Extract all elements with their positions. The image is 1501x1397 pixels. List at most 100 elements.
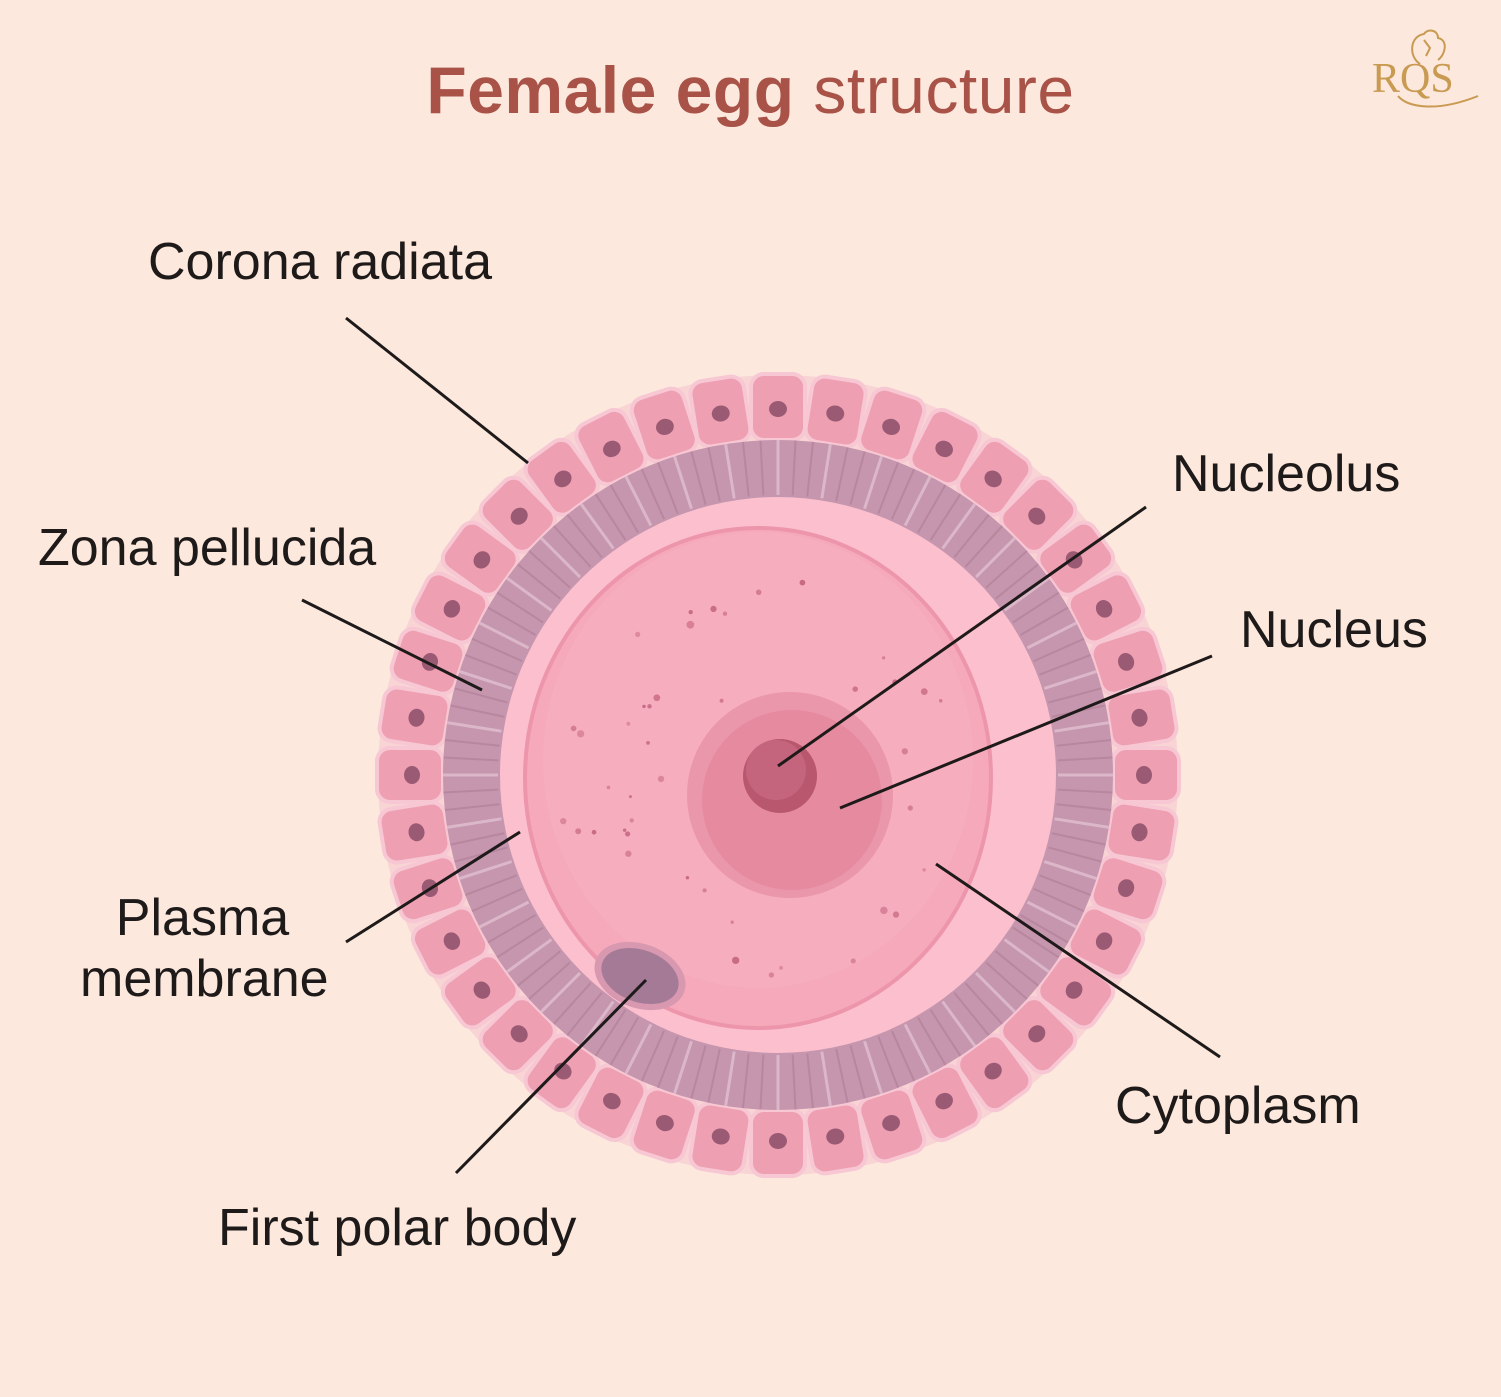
zona-striation	[1039, 654, 1092, 676]
leader-cytoplasm	[935, 862, 1221, 1059]
zona-striation	[450, 704, 505, 718]
zona-striation	[806, 441, 815, 497]
zona-striation	[890, 468, 916, 520]
zona-striation	[917, 1016, 947, 1066]
zona-striation	[528, 961, 571, 1000]
zona-striation	[579, 503, 615, 550]
cytoplasm-granule	[646, 740, 650, 745]
zona-striation	[566, 514, 603, 559]
cytoplasm-granule	[570, 725, 577, 732]
zona-striation	[566, 991, 603, 1036]
zona-striation	[458, 860, 513, 880]
cytoplasm-granule	[852, 686, 858, 692]
cytoplasm-granule	[732, 956, 740, 965]
zona-striation	[903, 1023, 932, 1075]
zona-striation	[820, 1051, 832, 1107]
corona-cell	[377, 800, 452, 865]
zona-striation	[890, 1030, 916, 1082]
zona-striation	[1026, 621, 1078, 650]
zona-striation	[1043, 860, 1098, 880]
logo-text: RQS	[1372, 56, 1454, 102]
zona-striation	[903, 475, 932, 527]
zona-striation	[594, 1009, 627, 1057]
label-nucleus: Nucleus	[1240, 601, 1428, 659]
zona-striation	[624, 1023, 653, 1075]
zona-striation	[985, 550, 1028, 589]
zona-striation	[806, 1053, 815, 1109]
zona-striation	[953, 514, 990, 559]
cytoplasm-granule	[577, 730, 585, 738]
cytoplasm-granule	[710, 605, 717, 613]
cytoplasm-granule	[799, 579, 806, 586]
zona-striation	[1043, 670, 1098, 690]
cytoplasm-granule	[882, 656, 886, 660]
zona-striation	[974, 537, 1016, 579]
label-corona-radiata: Corona radiata	[148, 233, 492, 291]
zona-striation	[985, 961, 1028, 1000]
zona-striation	[624, 475, 653, 527]
cytoplasm-granule	[922, 868, 926, 872]
cytoplasm-granule	[907, 805, 913, 811]
label-first-polar-body: First polar body	[218, 1199, 577, 1257]
corona-cell	[999, 996, 1078, 1075]
zona-striation	[820, 443, 832, 499]
cytoplasm-granule	[719, 698, 724, 703]
corona-cell	[1111, 746, 1181, 804]
cytoplasm-granule	[575, 828, 582, 835]
corona-cell	[478, 996, 557, 1075]
corona-cell	[908, 1063, 982, 1143]
zona-striation	[849, 451, 866, 505]
zona-striation	[471, 637, 523, 663]
cytoplasm-granule	[779, 965, 783, 970]
zona-striation	[929, 1009, 962, 1057]
zona-striation	[443, 788, 499, 794]
cytoplasm-granule	[850, 958, 856, 964]
cytoplasm-granule	[625, 850, 632, 857]
leader-nucleus	[839, 654, 1213, 810]
cytoplasm-granule	[653, 694, 661, 702]
zona-striation	[464, 654, 517, 676]
zona-striation	[929, 493, 962, 541]
corona-cell	[1036, 520, 1116, 597]
zona-striation	[446, 817, 502, 829]
corona-cell	[377, 685, 452, 750]
zona-striation	[1019, 606, 1069, 636]
corona-cell	[749, 372, 807, 442]
zona-striation	[1048, 687, 1102, 704]
zona-striation	[741, 441, 750, 497]
zona-striation	[496, 926, 544, 959]
first-polar-body	[601, 947, 679, 1005]
corona-cell	[749, 1108, 807, 1178]
zona-pellucida-striations	[443, 440, 1113, 1110]
corona-cell	[999, 475, 1078, 554]
cytoplasm-granule	[626, 721, 631, 726]
zona-striation	[553, 525, 592, 568]
cytoplasm-granule	[657, 775, 665, 783]
cytoplasm-granule	[722, 611, 728, 616]
corona-cell	[440, 520, 520, 597]
corona-cell	[375, 746, 445, 804]
zona-striation	[640, 1030, 666, 1082]
zona-striation	[1003, 576, 1050, 612]
leader-corona-radiata	[345, 316, 529, 465]
zona-striation	[863, 1040, 883, 1095]
zona-striation	[835, 1048, 849, 1103]
cytoplasm-granule	[892, 911, 900, 918]
zona-striation	[1003, 938, 1050, 974]
zona-striation	[1056, 803, 1112, 812]
leader-plasma-membrane	[345, 830, 521, 944]
cytoplasm-granule	[560, 817, 567, 825]
zona-striation	[1054, 721, 1110, 733]
zona-striation	[673, 1040, 693, 1095]
zona-striation	[1056, 738, 1112, 747]
zona-striation	[941, 503, 977, 550]
corona-cell	[956, 437, 1033, 517]
cytoplasm-granule	[686, 620, 695, 629]
zona-striation	[478, 900, 530, 929]
zona-striation	[964, 525, 1003, 568]
label-nucleolus: Nucleolus	[1172, 445, 1401, 503]
zona-striation	[450, 832, 505, 846]
zona-striation	[741, 1053, 750, 1109]
cytoplasm-granule	[647, 704, 652, 709]
zona-striation	[496, 591, 544, 624]
